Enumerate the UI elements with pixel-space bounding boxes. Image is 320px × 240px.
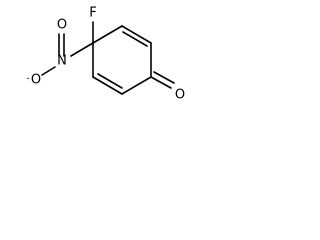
bond-c6-c5	[92, 76, 123, 95]
bond-c6-c5-double	[97, 73, 123, 89]
atom-oxygen-nitro-left-label: O	[31, 73, 41, 88]
bond-c4-c3	[92, 25, 123, 44]
bond-c3-c2	[121, 25, 152, 44]
bond-n-o-left	[41, 66, 56, 76]
bond-c1-o-carbonyl-double	[153, 71, 175, 84]
bond-c4-n	[70, 42, 94, 57]
bond-c1-o-carbonyl	[150, 76, 172, 89]
atom-oxygen-nitro-top-label: O	[57, 18, 67, 33]
atom-oxygen-carbonyl-label: O	[175, 88, 185, 103]
charge-minus-label: -	[26, 74, 29, 84]
atom-nitrogen-label: N	[57, 54, 67, 69]
bond-c3-c2-double	[122, 31, 148, 47]
bond-c1-c6	[121, 76, 152, 95]
molecule-structure-diagram: F N O O - O	[26, 6, 185, 103]
atom-fluorine-label: F	[89, 6, 96, 21]
